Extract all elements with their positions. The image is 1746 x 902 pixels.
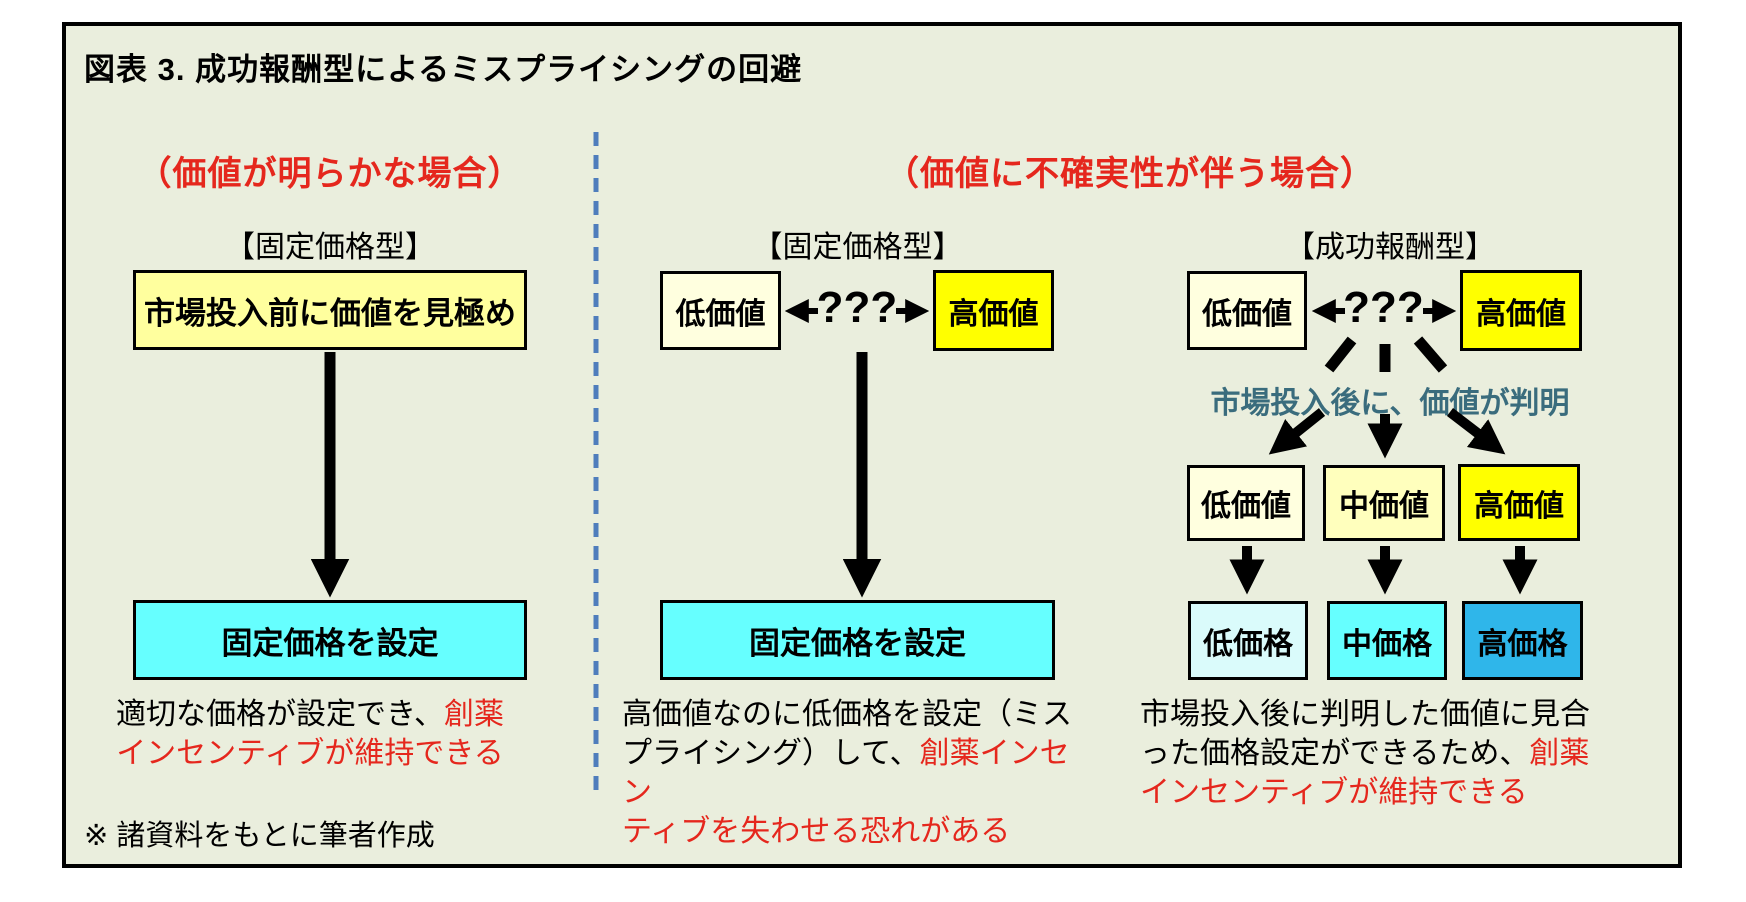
left-caption-black: 適切な価格が設定でき、	[116, 698, 444, 731]
fixed-low-value-box: 低価値	[660, 271, 781, 350]
success-question-marks: ???	[1343, 283, 1424, 332]
fixed-caption-black: 高価値なのに低価格を設定（ミス プライシング）して、	[622, 698, 1072, 770]
success-caption: 市場投入後に判明した価値に見合 った価格設定ができるため、創薬 インセンティブが…	[1140, 695, 1640, 812]
left-case-header: （価値が明らかな場合）	[137, 155, 523, 193]
fixed-price-set-box: 固定価格を設定	[660, 600, 1055, 680]
fixed-question-marks: ???	[816, 283, 898, 332]
success-caption-red: 創薬 インセンティブが維持できる	[1140, 737, 1590, 809]
figure-title: 図表 3. 成功報酬型によるミスプライシングの回避	[84, 52, 803, 87]
success-low-value-box: 低価値	[1187, 271, 1307, 350]
mid-price-box: 中価格	[1327, 601, 1447, 680]
revealed-mid-value-box: 中価値	[1323, 465, 1445, 541]
left-fixed-price-box: 固定価格を設定	[133, 600, 527, 680]
success-type-label: 【成功報酬型】	[1285, 231, 1495, 264]
left-caption-red: 創薬 インセンティブが維持できる	[116, 698, 504, 770]
source-note: ※ 諸資料をもとに筆者作成	[84, 820, 435, 852]
high-price-box: 高価格	[1462, 601, 1583, 680]
left-type-label: 【固定価格型】	[225, 231, 435, 264]
uncertain-case-header: （価値に不確実性が伴う場合）	[885, 155, 1375, 193]
fixed-type-label: 【固定価格型】	[752, 231, 963, 264]
revealed-high-value-box: 高価値	[1458, 464, 1580, 541]
success-caption-black: 市場投入後に判明した価値に見合 った価格設定ができるため、	[1140, 698, 1590, 770]
left-assess-value-box: 市場投入前に価値を見極め	[133, 270, 527, 350]
revealed-low-value-box: 低価値	[1187, 465, 1305, 541]
fixed-high-value-box: 高価値	[933, 270, 1054, 351]
success-high-value-box: 高価値	[1460, 270, 1582, 351]
fixed-caption-red: 創薬インセン ティブを失わせる恐れがある	[622, 737, 1070, 848]
left-caption: 適切な価格が設定でき、創薬 インセンティブが維持できる	[105, 695, 515, 773]
fixed-caption: 高価値なのに低価格を設定（ミス プライシング）して、創薬インセン ティブを失わせ…	[622, 695, 1097, 851]
value-revealed-note: 市場投入後に、価値が判明	[1210, 387, 1570, 420]
low-price-box: 低価格	[1188, 601, 1308, 680]
